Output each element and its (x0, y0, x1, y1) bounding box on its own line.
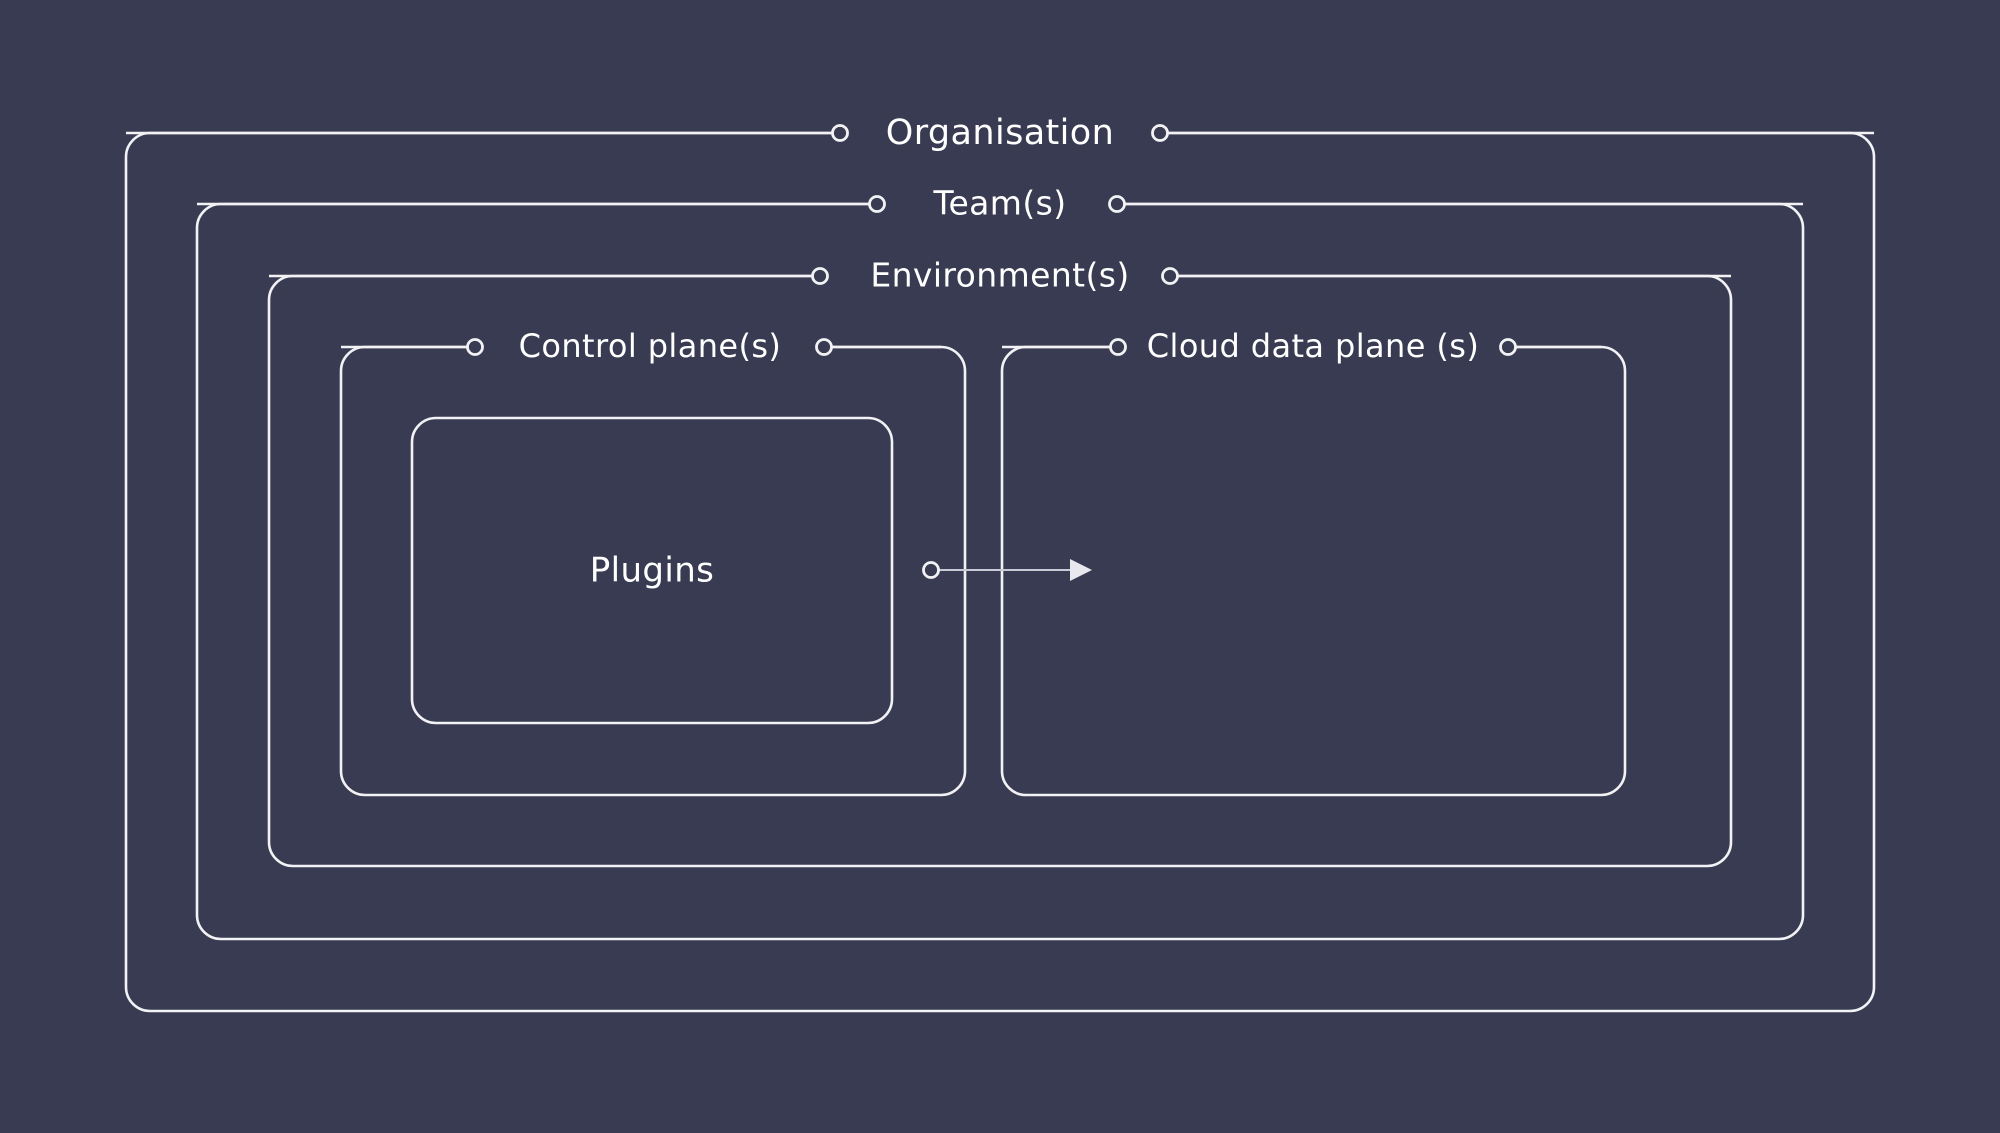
layer-team: Team(s) (195, 184, 1805, 941)
environment-boundary-box (267, 274, 1733, 868)
plugins-boundary-box (410, 416, 894, 725)
cloud-data-plane-boundary-box (1000, 345, 1627, 797)
control-plane-label: Control plane(s) (519, 327, 782, 365)
organisation-label: Organisation (886, 113, 1114, 153)
team-label: Team(s) (933, 184, 1067, 223)
organisation-left-dot (831, 124, 849, 142)
control-plane-boundary-box (339, 345, 967, 797)
team-right-dot (1108, 195, 1126, 213)
environment-left-dot (811, 267, 829, 285)
plugins-connector-source-dot (922, 561, 940, 579)
control-plane-right-dot (815, 338, 833, 356)
layer-control-plane: Control plane(s) (339, 327, 967, 797)
layer-cloud-data-plane: Cloud data plane (s) (1000, 327, 1627, 797)
control-plane-left-dot (466, 338, 484, 356)
team-left-dot (868, 195, 886, 213)
cloud-data-plane-label: Cloud data plane (s) (1147, 327, 1479, 365)
cloud-data-plane-left-dot (1109, 338, 1127, 356)
cloud-data-plane-right-dot (1499, 338, 1517, 356)
layer-environment: Environment(s) (267, 256, 1733, 868)
layer-organisation: Organisation (124, 113, 1876, 1013)
team-boundary-box (195, 202, 1805, 941)
organisation-boundary-box (124, 131, 1876, 1013)
organisation-right-dot (1151, 124, 1169, 142)
environment-right-dot (1161, 267, 1179, 285)
connector-plugins-to-cloud-data-plane (922, 559, 1092, 581)
plugins-to-cloud-data-plane-arrowhead (1070, 559, 1092, 581)
plugins-label: Plugins (590, 551, 715, 591)
environment-label: Environment(s) (870, 256, 1129, 295)
layer-plugins: Plugins (410, 416, 894, 725)
